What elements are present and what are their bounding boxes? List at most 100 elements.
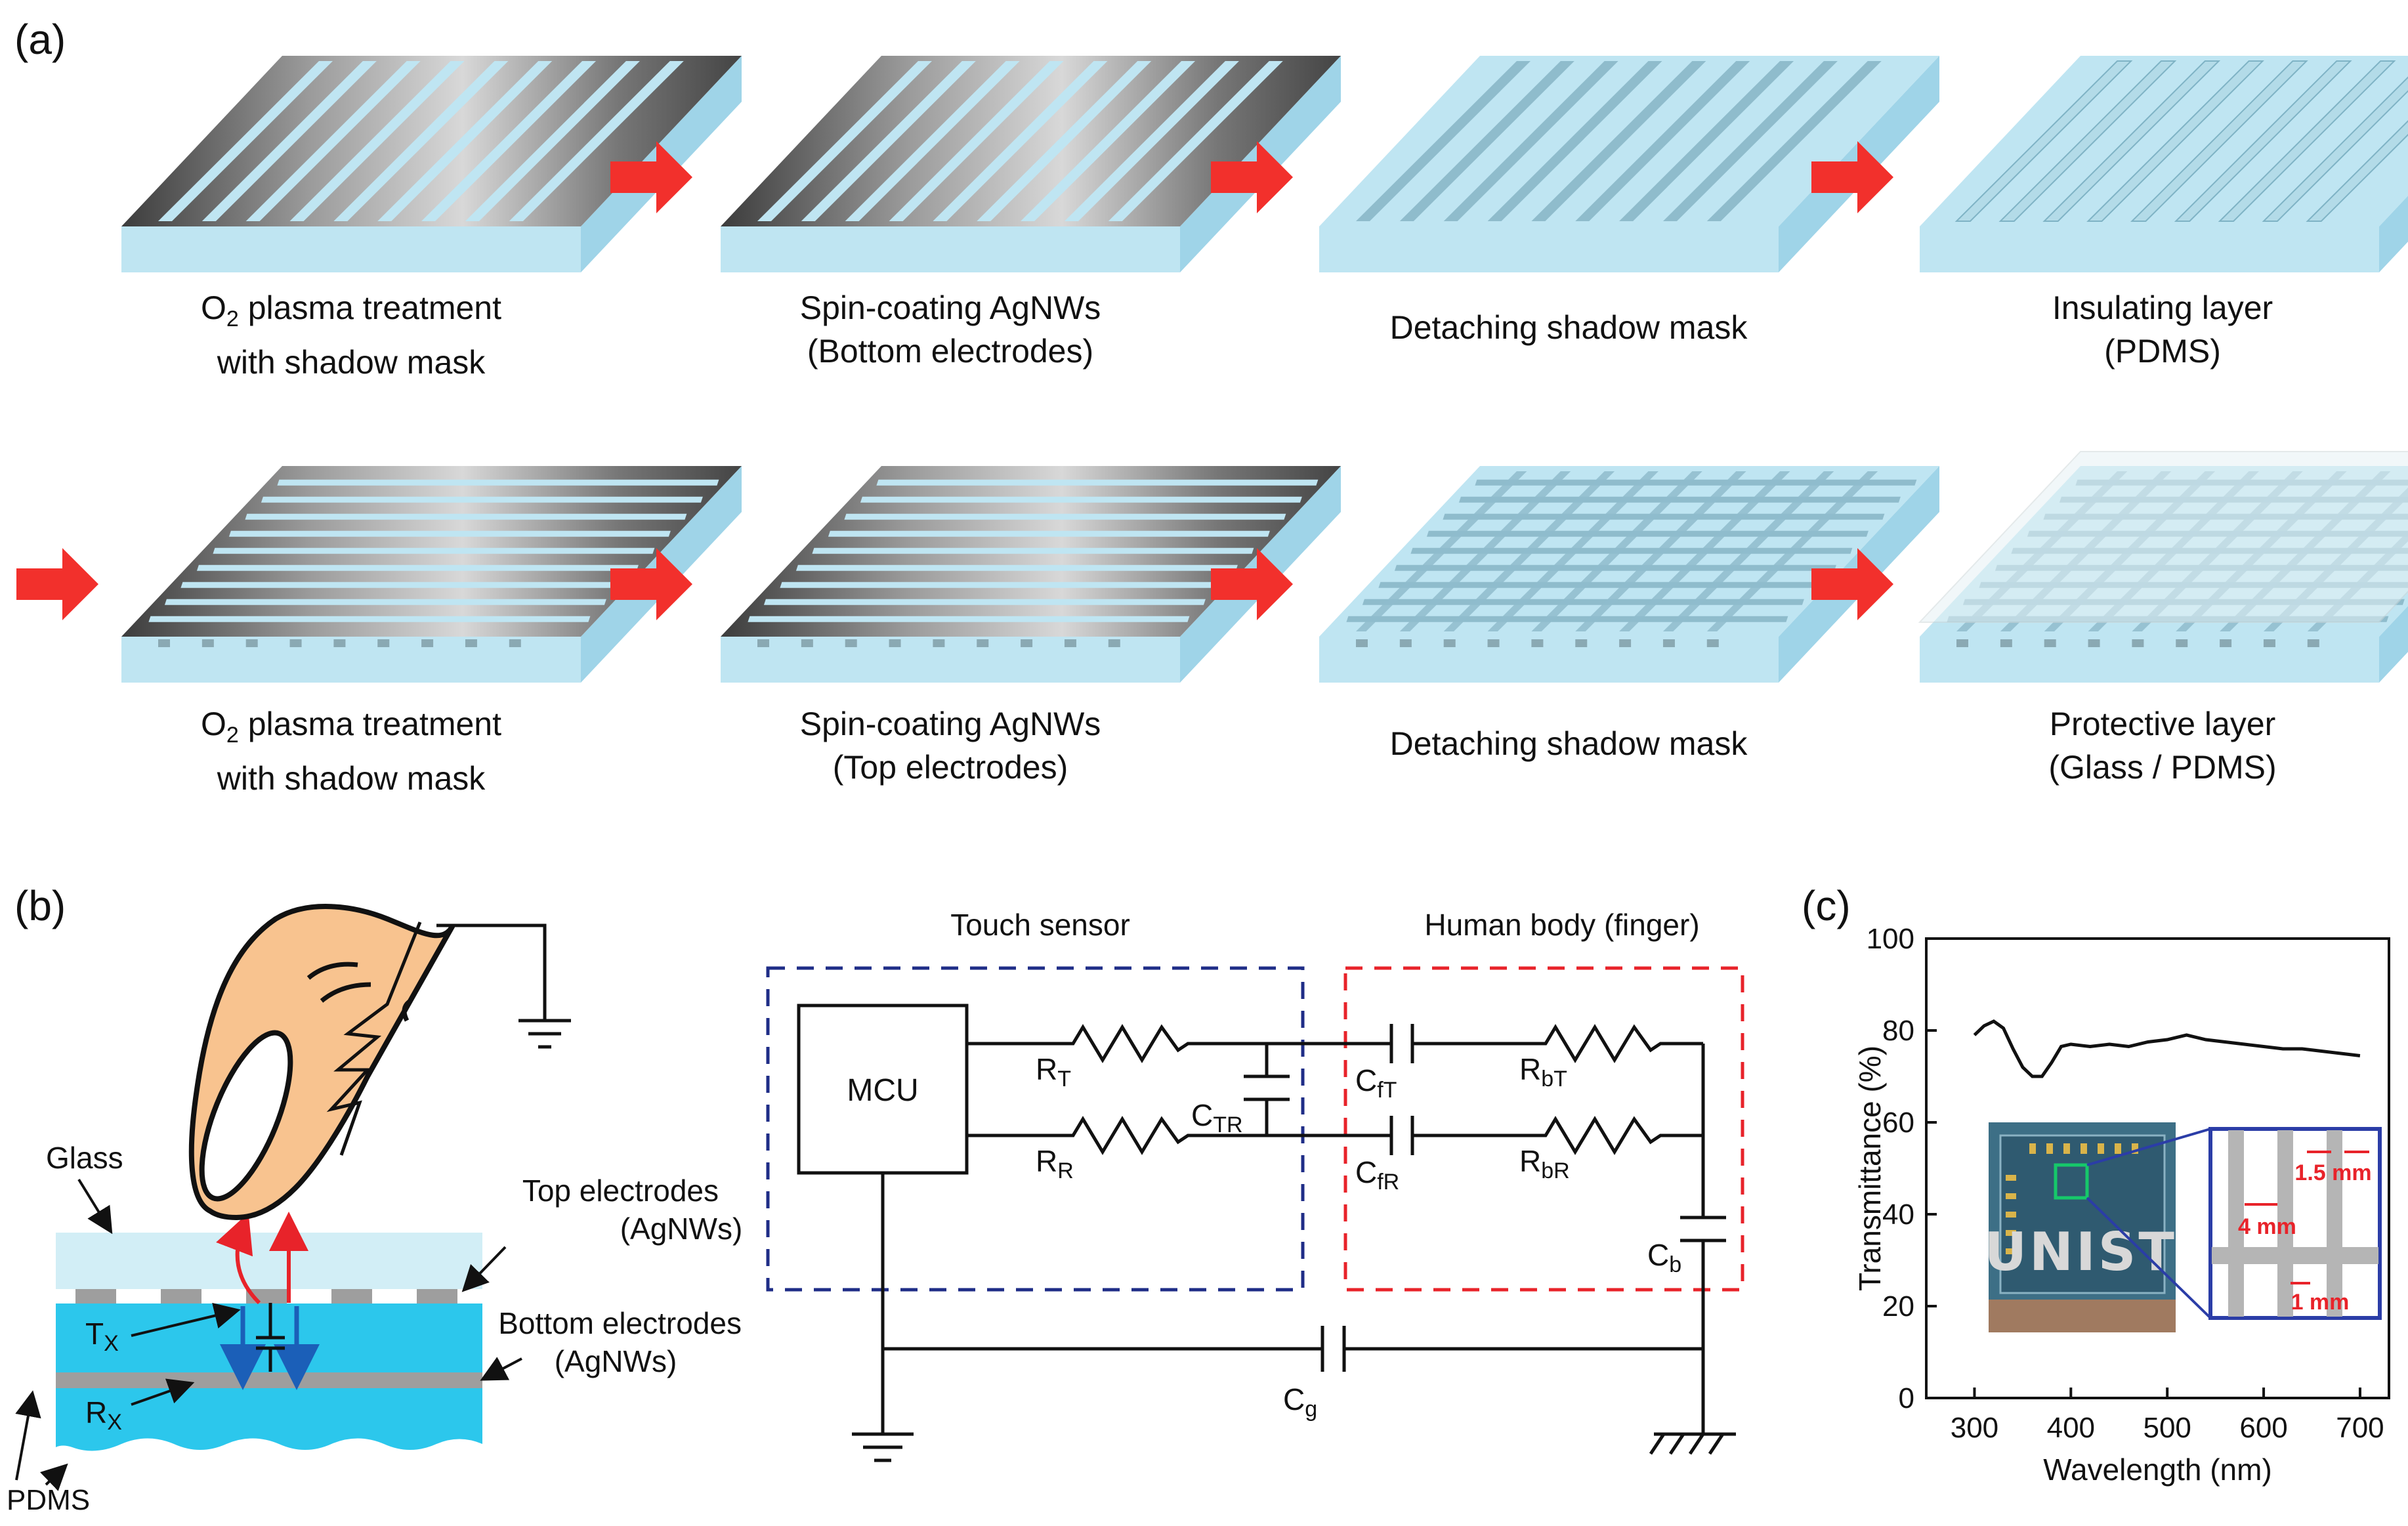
stripe-horizontal	[844, 514, 1286, 520]
front-edge-tick	[1400, 639, 1412, 647]
front-edge-tick	[801, 639, 813, 647]
front-edge-tick	[2088, 639, 2100, 647]
inset-zoom: 1.5 mm4 mm1 mm	[2210, 1129, 2380, 1318]
stripe-horizontal	[748, 616, 1189, 622]
caption-line1: Detaching shadow mask	[1332, 306, 1805, 349]
slab-front	[1920, 226, 2379, 272]
mcu-label: MCU	[847, 1073, 918, 1108]
stripe-horizontal	[1475, 480, 1916, 486]
front-edge-tick	[845, 639, 857, 647]
label-cb: Cb	[1647, 1238, 1681, 1277]
front-edge-tick	[1109, 639, 1120, 647]
y-tick-label: 100	[1867, 923, 1914, 955]
dim-label-2: 4 mm	[2238, 1214, 2296, 1239]
glass-layer	[56, 1233, 482, 1289]
slab-front	[121, 226, 581, 272]
stripe-horizontal	[165, 599, 606, 605]
caption-line2: with shadow mask	[115, 757, 587, 800]
caption-line1: Insulating layer	[1926, 286, 2399, 329]
label-pdms: PDMS	[7, 1484, 90, 1516]
caption-line1: Spin-coating AgNWs	[714, 702, 1187, 746]
stripe-horizontal	[812, 548, 1254, 554]
label-bottom-electrodes: Bottom electrodes	[498, 1306, 742, 1340]
caption-line2: (Bottom electrodes)	[714, 329, 1187, 373]
caption-line1: O2 plasma treatment	[115, 702, 587, 757]
photo-base	[1989, 1300, 2176, 1332]
y-tick-label: 60	[1882, 1107, 1914, 1139]
photo-logo: UNIST	[1984, 1221, 2177, 1282]
front-edge-tick	[2044, 639, 2056, 647]
front-edge-tick	[2308, 639, 2319, 647]
transmittance-line	[1974, 1021, 2360, 1076]
front-edge-tick	[977, 639, 988, 647]
caption-line2: (Top electrodes)	[714, 746, 1187, 789]
stripe-horizontal	[197, 565, 639, 571]
top-electrodes	[75, 1289, 457, 1303]
front-edge-tick	[1356, 639, 1368, 647]
caption-line1: O2 plasma treatment	[115, 286, 587, 341]
label-cfr: CfR	[1355, 1155, 1399, 1195]
stripe-horizontal	[261, 497, 703, 503]
front-edge-tick	[1707, 639, 1719, 647]
front-edge-tick	[1663, 639, 1675, 647]
bottom-electrode-line	[56, 1372, 482, 1388]
label-ctr: CTR	[1191, 1098, 1243, 1137]
label-rbr: RbR	[1519, 1144, 1570, 1183]
front-edge-tick	[2176, 639, 2187, 647]
front-edge-tick	[421, 639, 433, 647]
caption-line1: Spin-coating AgNWs	[714, 286, 1187, 329]
front-edge-tick	[889, 639, 901, 647]
front-edge-tick	[465, 639, 477, 647]
stripe-horizontal	[860, 497, 1302, 503]
photo-pad	[2006, 1175, 2016, 1181]
front-edge-tick	[757, 639, 769, 647]
y-tick-label: 20	[1882, 1290, 1914, 1323]
caption-line2: (Glass / PDMS)	[1926, 746, 2399, 789]
label-cg: Cg	[1283, 1382, 1317, 1422]
caption-r2-c2: Spin-coating AgNWs (Top electrodes)	[714, 702, 1187, 789]
caption-r2-c4: Protective layer (Glass / PDMS)	[1926, 702, 2399, 789]
photo-pad	[2046, 1143, 2053, 1154]
stripe-horizontal	[876, 480, 1318, 486]
label-bottom-electrodes-sub: (AgNWs)	[555, 1344, 677, 1378]
front-edge-tick	[1488, 639, 1500, 647]
caption-line1: Detaching shadow mask	[1332, 722, 1805, 765]
caption-line2: (PDMS)	[1926, 329, 2399, 373]
stripe-horizontal	[828, 531, 1270, 537]
front-edge-tick	[1444, 639, 1456, 647]
caption-r1-c2: Spin-coating AgNWs (Bottom electrodes)	[714, 286, 1187, 373]
touch-sensor-title: Touch sensor	[950, 908, 1130, 942]
process-arrow	[16, 548, 98, 620]
panel-a-label: (a)	[14, 16, 66, 63]
y-tick-label: 80	[1882, 1015, 1914, 1047]
x-tick-label: 600	[2239, 1412, 2287, 1444]
caption-r1-c4: Insulating layer (PDMS)	[1926, 286, 2399, 373]
caption-r1-c1: O2 plasma treatment with shadow mask	[115, 286, 587, 384]
protective-glass	[1920, 452, 2408, 622]
label-rt: RT	[1036, 1052, 1071, 1092]
stripe-horizontal	[213, 548, 654, 554]
photo-pad	[2006, 1193, 2016, 1199]
stripe-horizontal	[277, 480, 719, 486]
caption-r2-c1: O2 plasma treatment with shadow mask	[115, 702, 587, 800]
dim-label-3: 1 mm	[2291, 1290, 2350, 1315]
layer-slab-8	[1920, 452, 2408, 683]
front-edge-tick	[1531, 639, 1543, 647]
front-edge-tick	[290, 639, 302, 647]
label-rbt: RbT	[1519, 1052, 1567, 1092]
equivalent-circuit: Touch sensor Human body (finger) MCU	[768, 908, 1743, 1460]
y-axis-label: Transmittance (%)	[1853, 1046, 1887, 1291]
label-rr: RR	[1036, 1144, 1074, 1183]
front-edge-tick	[2000, 639, 2012, 647]
stripe-horizontal	[1427, 531, 1869, 537]
inset-photo: UNIST	[1984, 1122, 2210, 1332]
slab-front	[721, 226, 1180, 272]
stripe-horizontal	[180, 582, 622, 588]
panel-c-label: (c)	[1802, 882, 1851, 929]
photo-pad	[2081, 1143, 2087, 1154]
stripe-horizontal	[1459, 497, 1901, 503]
y-tick-label: 0	[1899, 1382, 1914, 1414]
front-edge-tick	[1956, 639, 1968, 647]
caption-line1: Protective layer	[1926, 702, 2399, 746]
